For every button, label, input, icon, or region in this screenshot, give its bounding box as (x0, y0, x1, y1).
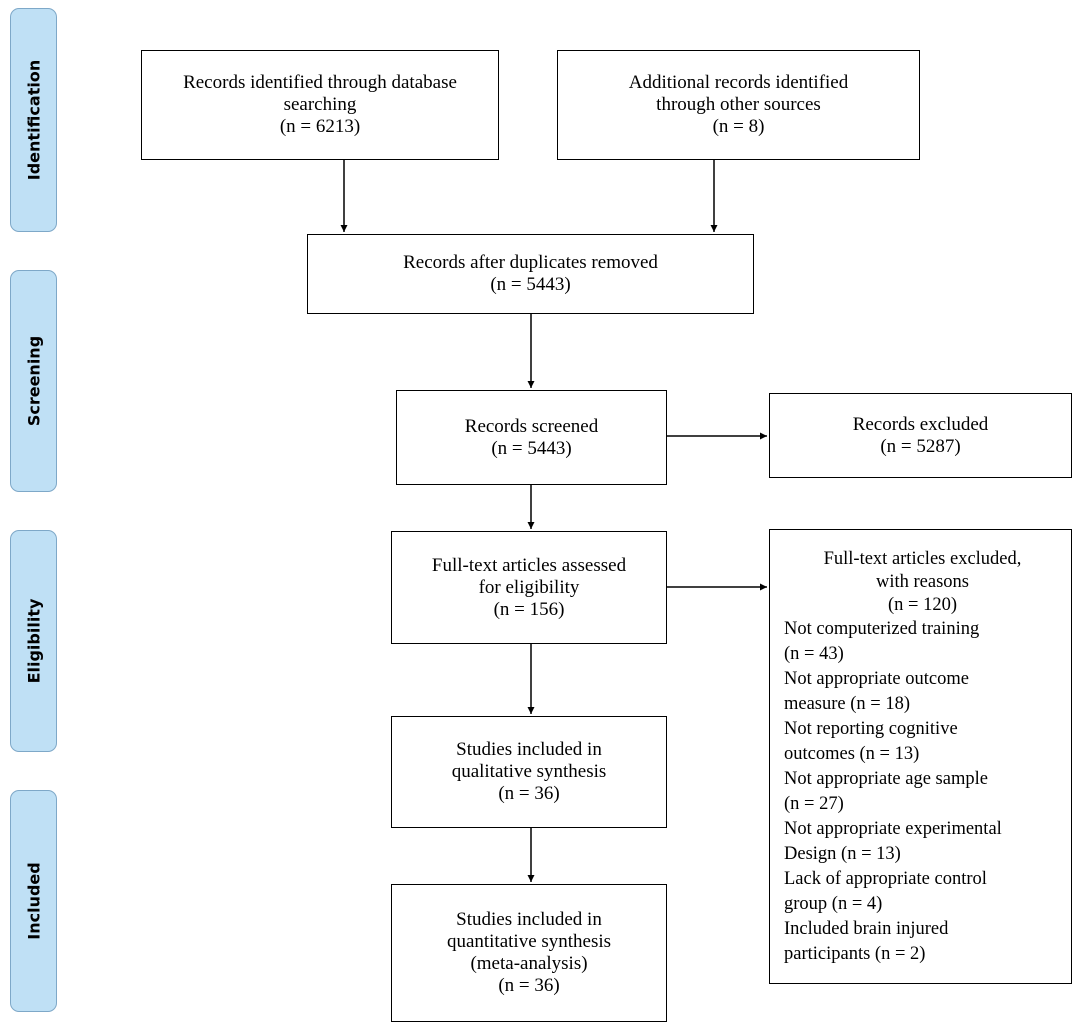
records-screened-box: Records screened (n = 5443) (396, 390, 667, 485)
fulltext-excluded-box: Full-text articles excluded, with reason… (769, 529, 1072, 984)
records-database-box: Records identified through database sear… (141, 50, 499, 160)
records-excluded-box: Records excluded (n = 5287) (769, 393, 1072, 478)
records-after-duplicates-line-1: Records after duplicates removed (403, 252, 658, 273)
qualitative-synthesis-line-1: Studies included in (456, 739, 602, 760)
qualitative-synthesis-count: (n = 36) (498, 783, 560, 804)
records-database-line-1: Records identified through database (183, 72, 457, 93)
exclusion-reason-line: group (n = 4) (784, 894, 883, 914)
records-other-sources-box: Additional records identified through ot… (557, 50, 920, 160)
records-after-duplicates-count: (n = 5443) (490, 274, 571, 295)
records-other-line-1: Additional records identified (628, 72, 849, 93)
phase-identification-label: Identification (24, 59, 43, 181)
exclusion-reason-line: Not appropriate outcome (784, 669, 969, 689)
exclusion-reason-line: Included brain injured (784, 919, 949, 939)
exclusion-reason-line: Lack of appropriate control (784, 869, 987, 889)
records-screened-count: (n = 5443) (491, 437, 572, 459)
exclusion-reason-line: (n = 27) (784, 794, 844, 814)
qualitative-synthesis-line-2: qualitative synthesis (451, 761, 607, 782)
fulltext-assessed-count: (n = 156) (493, 598, 565, 620)
records-database-line-2: searching (283, 94, 357, 115)
fulltext-assessed-box: Full-text articles assessed for eligibil… (391, 531, 667, 644)
fulltext-assessed-line-1: Full-text articles assessed (431, 554, 627, 576)
quantitative-synthesis-line-1: Studies included in (456, 909, 602, 930)
quantitative-synthesis-box: Studies included in quantitative synthes… (391, 884, 667, 1022)
phase-screening: Screening (10, 270, 57, 492)
phase-identification: Identification (10, 8, 57, 232)
phase-included: Included (10, 790, 57, 1012)
exclusion-reason-line: Not appropriate age sample (784, 769, 988, 789)
exclusion-reason-line: Not computerized training (784, 619, 980, 639)
quantitative-synthesis-line-2: quantitative synthesis (446, 931, 612, 952)
quantitative-synthesis-count: (n = 36) (498, 975, 560, 996)
records-excluded-count: (n = 5287) (880, 435, 961, 457)
exclusion-reason-line: Not appropriate experimental (784, 819, 1002, 839)
phase-eligibility-label: Eligibility (24, 598, 43, 684)
records-after-duplicates-box: Records after duplicates removed (n = 54… (307, 234, 754, 314)
quantitative-synthesis-line-3: (meta-analysis) (470, 953, 588, 974)
fulltext-assessed-line-2: for eligibility (478, 576, 580, 598)
exclusion-reason-line: Not reporting cognitive (784, 719, 958, 739)
records-screened-line-1: Records screened (464, 415, 599, 437)
exclusion-reason-line: (n = 43) (784, 644, 844, 664)
fulltext-excluded-header-2: with reasons (876, 572, 969, 592)
qualitative-synthesis-box: Studies included in qualitative synthesi… (391, 716, 667, 828)
records-excluded-line-1: Records excluded (852, 413, 989, 435)
exclusion-reason-line: participants (n = 2) (784, 944, 926, 964)
fulltext-excluded-header-1: Full-text articles excluded, (823, 549, 1022, 569)
phase-included-label: Included (24, 862, 43, 940)
exclusion-reason-line: Design (n = 13) (784, 844, 901, 864)
fulltext-excluded-count: (n = 120) (887, 595, 957, 615)
phase-eligibility: Eligibility (10, 530, 57, 752)
phase-screening-label: Screening (24, 335, 43, 427)
records-other-line-2: through other sources (656, 94, 821, 115)
records-database-count: (n = 6213) (279, 116, 361, 137)
exclusion-reasons-list: Not computerized training (n = 43) Not a… (784, 617, 1061, 967)
records-other-count: (n = 8) (712, 116, 765, 137)
exclusion-reason-line: measure (n = 18) (784, 694, 911, 714)
exclusion-reason-line: outcomes (n = 13) (784, 744, 920, 764)
